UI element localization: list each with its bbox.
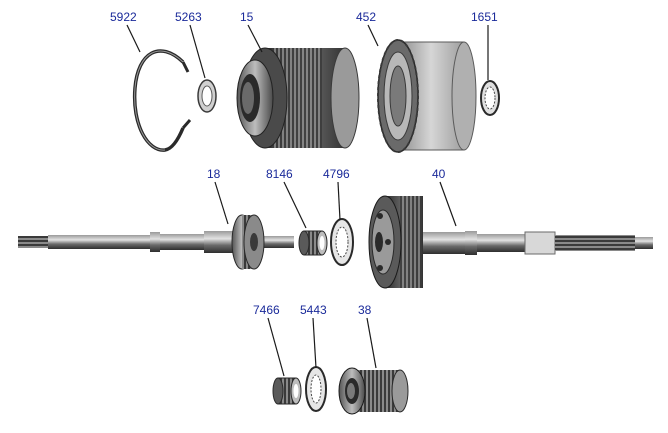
leader-38 xyxy=(366,317,377,369)
leader-4796 xyxy=(337,181,341,221)
needle-bearing-part xyxy=(298,230,328,256)
callout-5443: 5443 xyxy=(300,303,327,317)
thrust-bearing-middle-part xyxy=(330,218,354,266)
leader-5443 xyxy=(312,317,317,369)
leader-8146 xyxy=(283,181,307,229)
callout-40: 40 xyxy=(432,167,446,181)
leader-40 xyxy=(439,181,457,227)
snap-ring-part xyxy=(132,49,192,152)
output-shaft-part xyxy=(368,195,653,289)
leader-5922 xyxy=(126,24,141,53)
callout-1651: 1651 xyxy=(471,10,498,24)
callout-4796: 4796 xyxy=(323,167,350,181)
leader-5263 xyxy=(189,24,206,79)
callout-452: 452 xyxy=(356,10,376,24)
callout-7466: 7466 xyxy=(253,303,280,317)
callout-5263: 5263 xyxy=(175,10,202,24)
leader-15 xyxy=(247,24,263,53)
thrust-washer-bottom-part xyxy=(305,366,327,412)
clutch-drum-part xyxy=(377,39,477,153)
input-shaft-part xyxy=(18,214,294,270)
callout-38: 38 xyxy=(358,303,372,317)
leader-7466 xyxy=(267,317,285,377)
clutch-hub-part xyxy=(236,47,360,149)
leader-18 xyxy=(214,181,229,225)
callout-5922: 5922 xyxy=(110,10,137,24)
sun-gear-part xyxy=(338,367,409,415)
callout-15: 15 xyxy=(240,10,254,24)
thrust-washer-part xyxy=(197,79,217,113)
callout-8146: 8146 xyxy=(266,167,293,181)
leader-452 xyxy=(367,24,379,47)
callout-18: 18 xyxy=(207,167,221,181)
needle-bearing-bottom-part xyxy=(272,377,302,405)
thrust-bearing-part xyxy=(480,80,500,116)
